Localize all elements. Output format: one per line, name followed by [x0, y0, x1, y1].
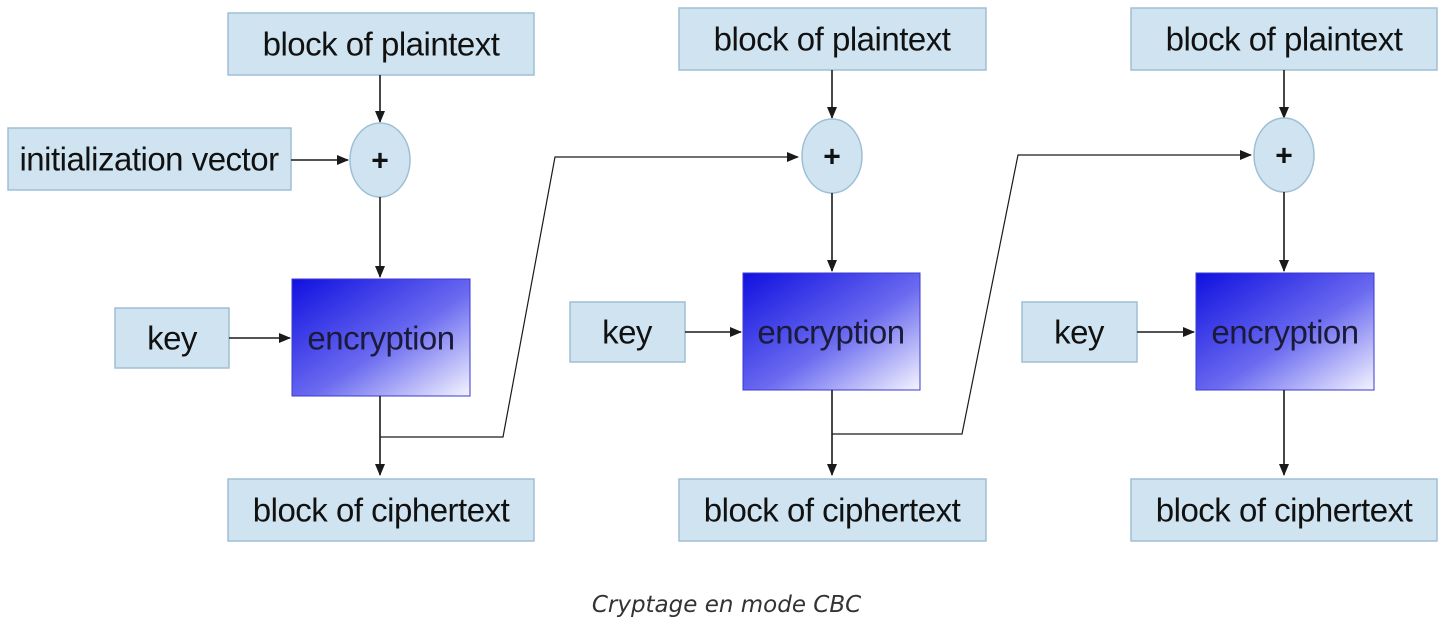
ciphertext-label-1: block of ciphertext: [253, 492, 510, 529]
key-label-1: key: [147, 320, 198, 357]
ciphertext-box-2: [678, 478, 987, 542]
stage-3: block of plaintext + key encryption bloc…: [1021, 7, 1438, 542]
stage-1: block of plaintext initialization vector…: [7, 12, 535, 542]
encryption-box-1: [291, 278, 471, 397]
iv-label: initialization vector: [19, 141, 279, 178]
encryption-label-2: encryption: [757, 314, 904, 351]
plaintext-box-2: [678, 7, 987, 71]
encryption-box-2: [742, 272, 921, 391]
xor-icon-1: +: [371, 145, 389, 178]
chain-arrow-2-to-3: [832, 150, 1252, 435]
key-label-3: key: [1054, 314, 1105, 351]
ciphertext-box-3: [1130, 478, 1438, 542]
plaintext-box-1: [227, 12, 535, 76]
iv-box: [7, 127, 292, 191]
plaintext-label-2: block of plaintext: [714, 21, 951, 58]
ciphertext-label-3: block of ciphertext: [1156, 492, 1413, 529]
ciphertext-box-1: [227, 478, 535, 542]
xor-icon-2: +: [823, 141, 841, 174]
plaintext-label-3: block of plaintext: [1166, 21, 1403, 58]
key-box-2: [569, 301, 686, 363]
key-label-2: key: [602, 314, 653, 351]
encryption-label-1: encryption: [307, 320, 454, 357]
encryption-label-3: encryption: [1211, 314, 1358, 351]
stage-2: block of plaintext + key encryption bloc…: [569, 7, 987, 542]
ciphertext-label-2: block of ciphertext: [704, 492, 961, 529]
xor-icon-3: +: [1275, 140, 1293, 173]
encryption-box-3: [1195, 272, 1375, 391]
plaintext-label-1: block of plaintext: [263, 26, 500, 63]
diagram-caption: Cryptage en mode CBC: [591, 592, 862, 618]
chain-arrow-1-to-2: [380, 152, 799, 438]
